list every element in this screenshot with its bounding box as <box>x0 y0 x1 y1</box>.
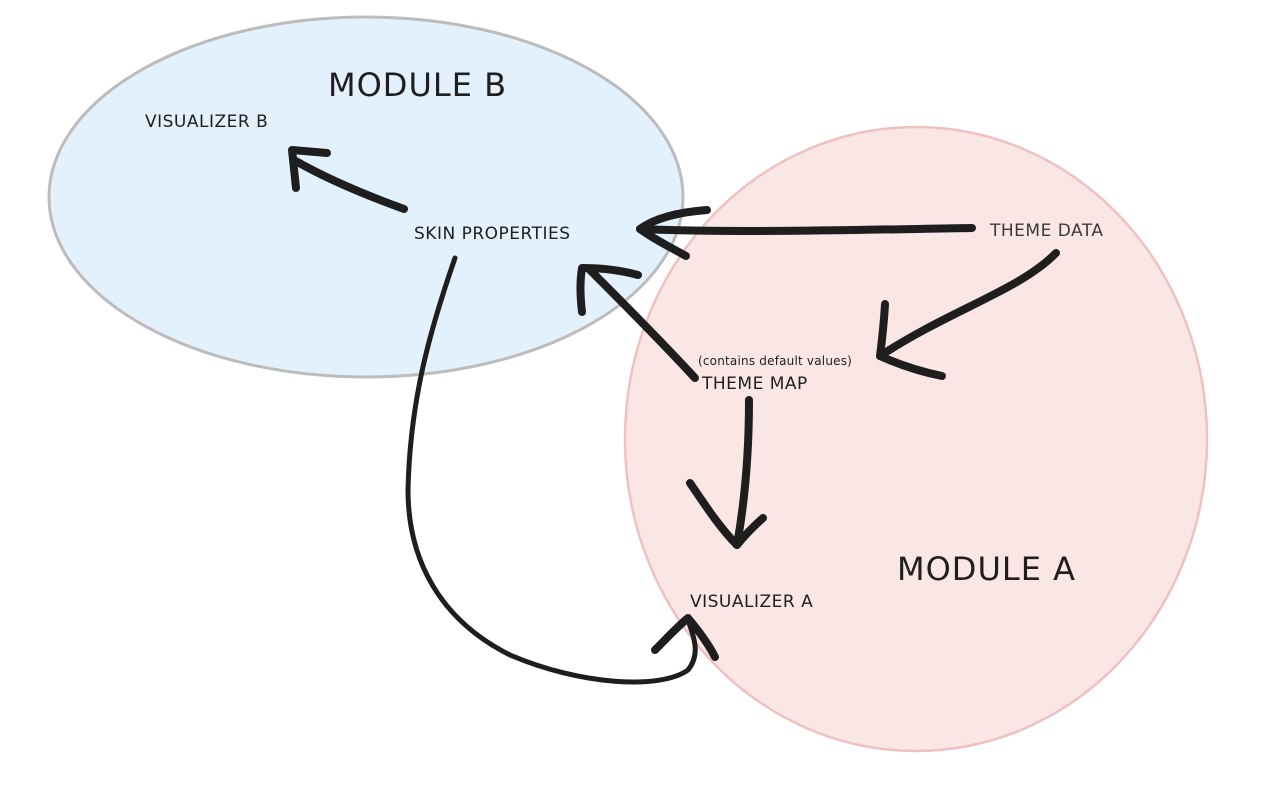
visualizer-b-node[interactable]: VISUALIZER B <box>145 112 269 132</box>
theme-map-node[interactable]: THEME MAP <box>702 374 808 394</box>
arrow-theme-data-to-skin <box>636 206 976 260</box>
arrow-skin-to-visualizer-a <box>405 255 719 685</box>
skin-properties-node[interactable]: SKIN PROPERTIES <box>414 224 571 244</box>
module-b-title: MODULE B <box>328 66 508 104</box>
arrow-skin-to-visualizer-b <box>288 146 408 213</box>
arrow-theme-map-to-visualizer-a <box>686 396 767 549</box>
theme-map-note: (contains default values) <box>698 354 853 368</box>
arrow-theme-map-to-skin <box>576 264 699 382</box>
module-a-title: MODULE A <box>897 550 1076 588</box>
theme-data-node[interactable]: THEME DATA <box>990 221 1104 241</box>
module-a-region[interactable] <box>623 125 1209 753</box>
arrow-theme-data-to-theme-map <box>876 249 1060 380</box>
visualizer-a-node[interactable]: VISUALIZER A <box>690 592 814 612</box>
